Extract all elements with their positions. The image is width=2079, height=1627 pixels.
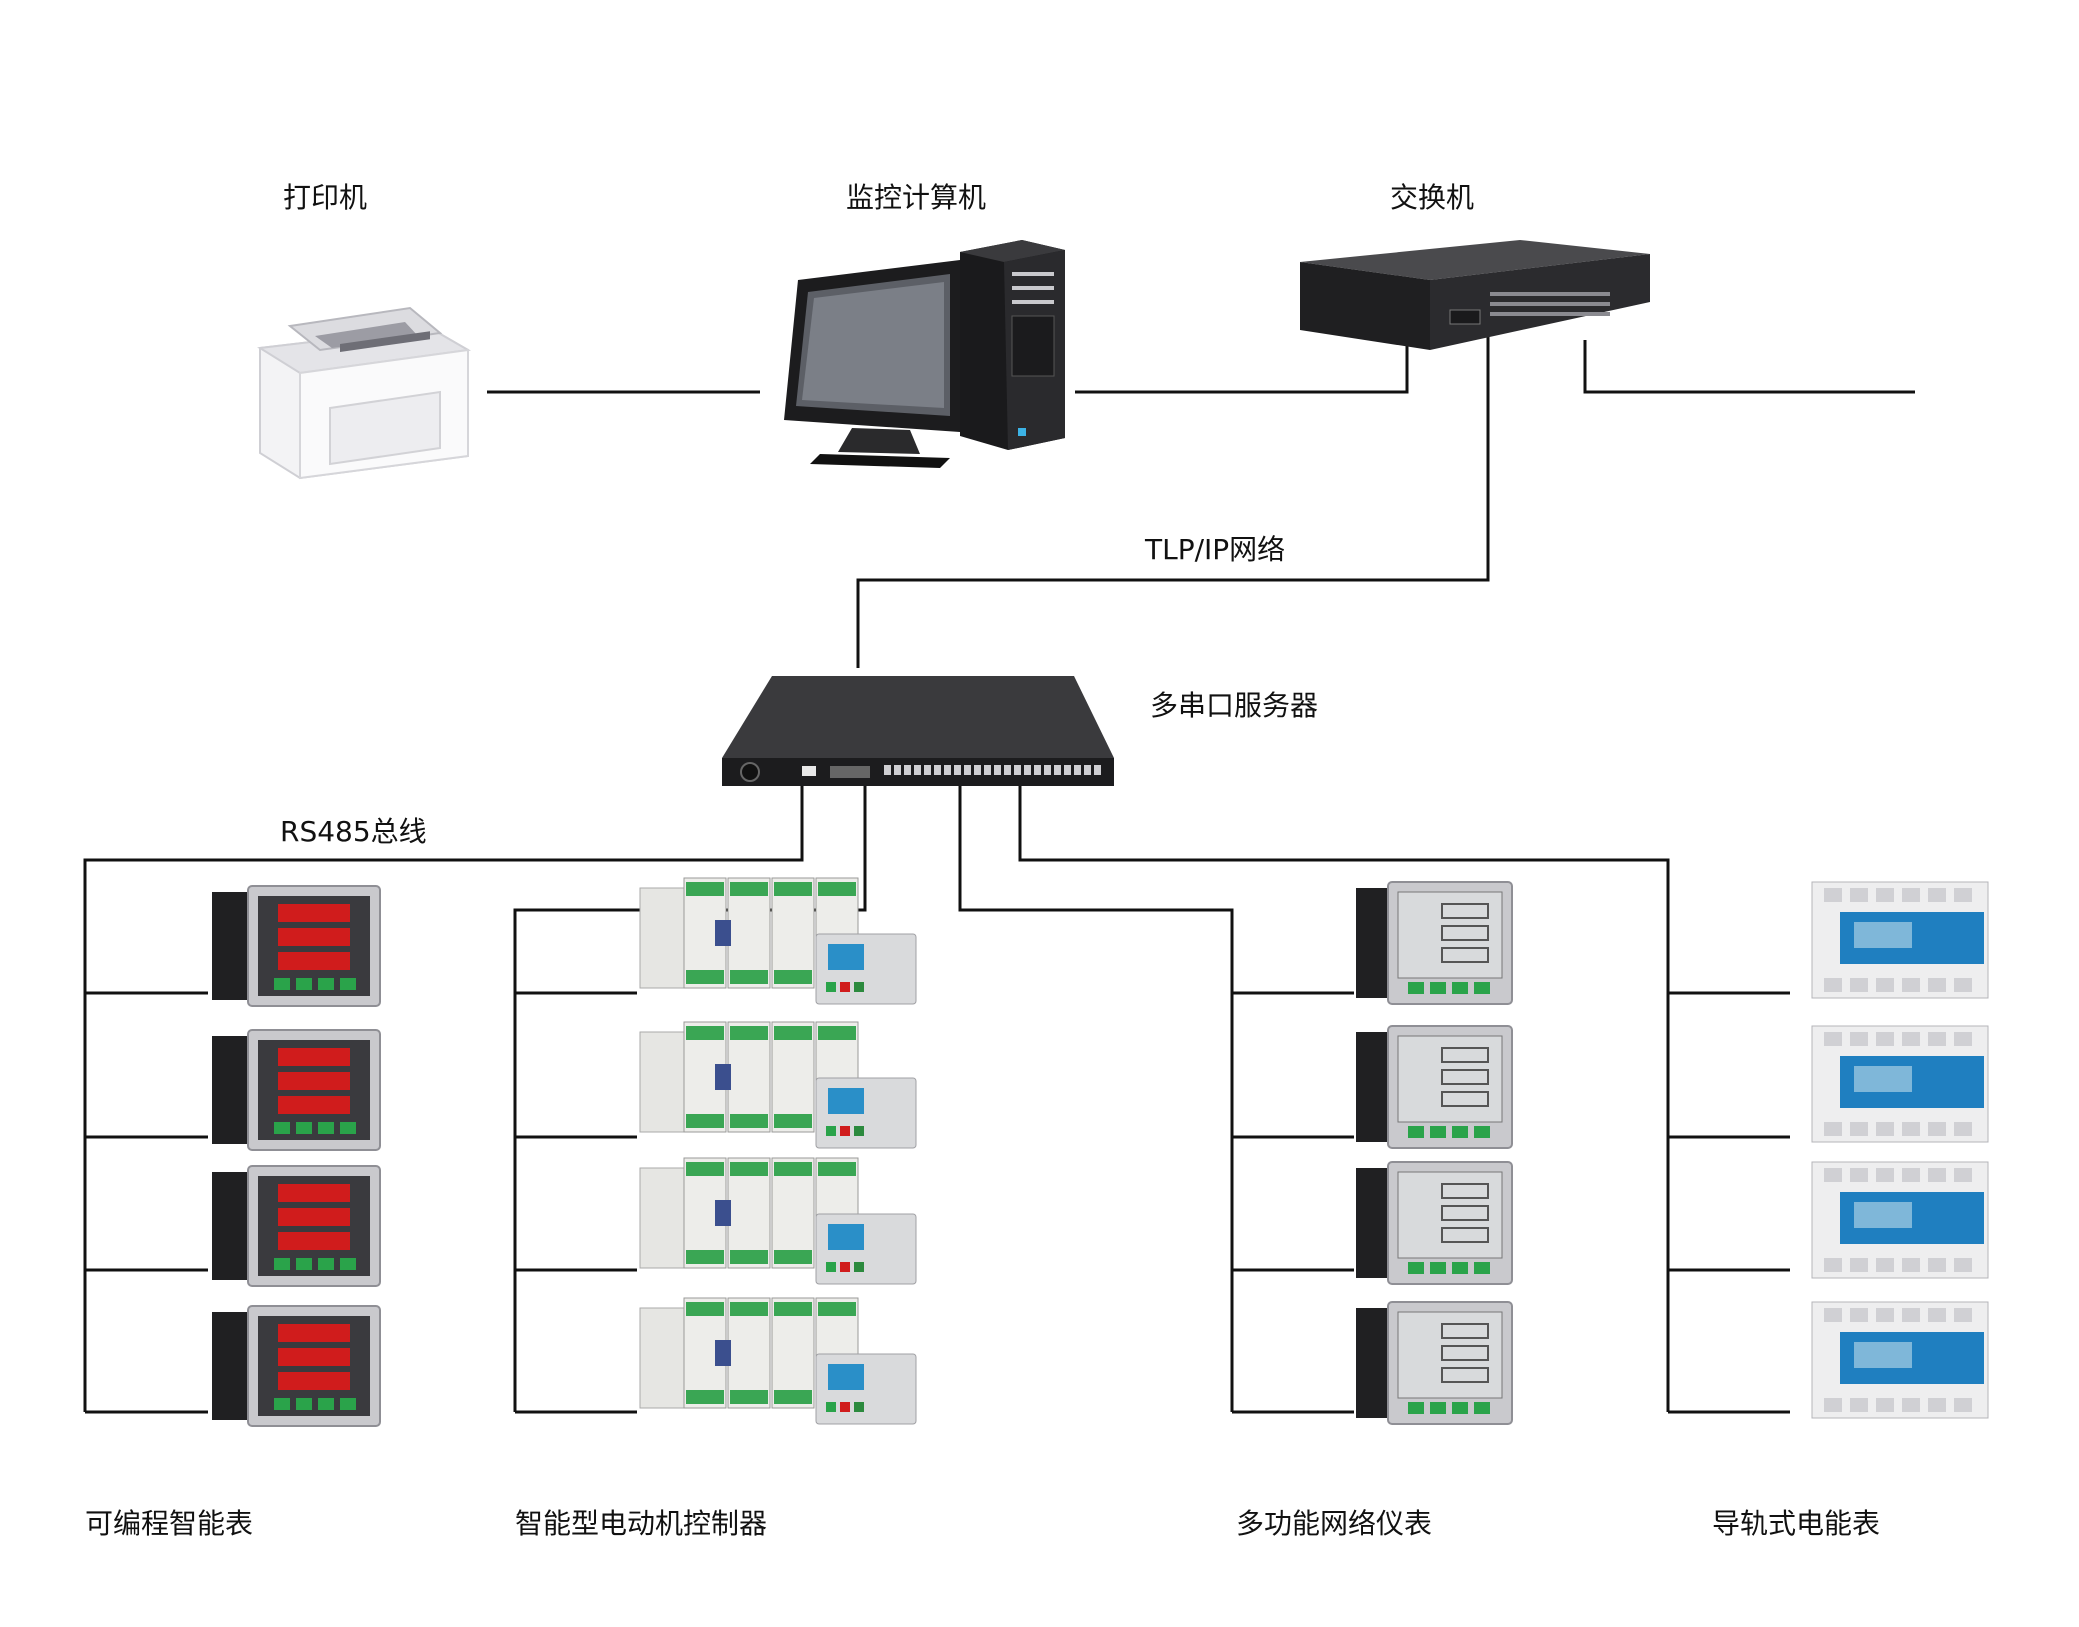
multifunction-meter-icon: [1356, 1301, 1513, 1425]
din-rail-energy-meter-icon: [1811, 1025, 1989, 1143]
digital-panel-meter-icon: [212, 885, 381, 1007]
digital-panel-meter-icon: [212, 1305, 381, 1427]
printer-label: 打印机: [283, 181, 368, 214]
din-rail-energy-meter-icon: [1811, 1161, 1989, 1279]
din-rail-energy-meter-icon: [1811, 881, 1989, 999]
computer-label: 监控计算机: [846, 181, 987, 214]
motor-controller-icon: [639, 1157, 917, 1285]
switch-label: 交换机: [1390, 181, 1475, 214]
group-multi-label: 多功能网络仪表: [1236, 1507, 1433, 1540]
serial-server-icon: [722, 676, 1114, 786]
network-label: TLP/IP网络: [1145, 533, 1286, 566]
printer-icon: [257, 306, 472, 480]
digital-panel-meter-icon: [212, 1029, 381, 1151]
din-rail-energy-meter-icon: [1811, 1301, 1989, 1419]
motor-controller-icon: [639, 1297, 917, 1425]
group-meter-label: 可编程智能表: [85, 1507, 254, 1540]
device-groups: [212, 877, 1989, 1427]
bus-rail: [1018, 785, 1670, 1412]
network-switch-icon: [1300, 240, 1650, 350]
serial-server-label: 多串口服务器: [1150, 689, 1319, 722]
bus-multi: [958, 785, 1234, 1412]
computer-icon: [784, 240, 1065, 468]
tcpip-network-link: [856, 325, 1490, 668]
digital-panel-meter-icon: [212, 1165, 381, 1287]
motor-controller-icon: [639, 1021, 917, 1149]
group-motor-label: 智能型电动机控制器: [515, 1507, 768, 1540]
motor-controller-icon: [639, 877, 917, 1005]
multifunction-meter-icon: [1356, 1025, 1513, 1149]
computer-switch-link: [1075, 340, 1409, 394]
bus-label: RS485总线: [280, 815, 427, 848]
connection-lines: [83, 325, 1915, 1414]
group-rail-label: 导轨式电能表: [1712, 1507, 1881, 1540]
multifunction-meter-icon: [1356, 1161, 1513, 1285]
multifunction-meter-icon: [1356, 881, 1513, 1005]
switch-uplink: [1583, 340, 1915, 394]
